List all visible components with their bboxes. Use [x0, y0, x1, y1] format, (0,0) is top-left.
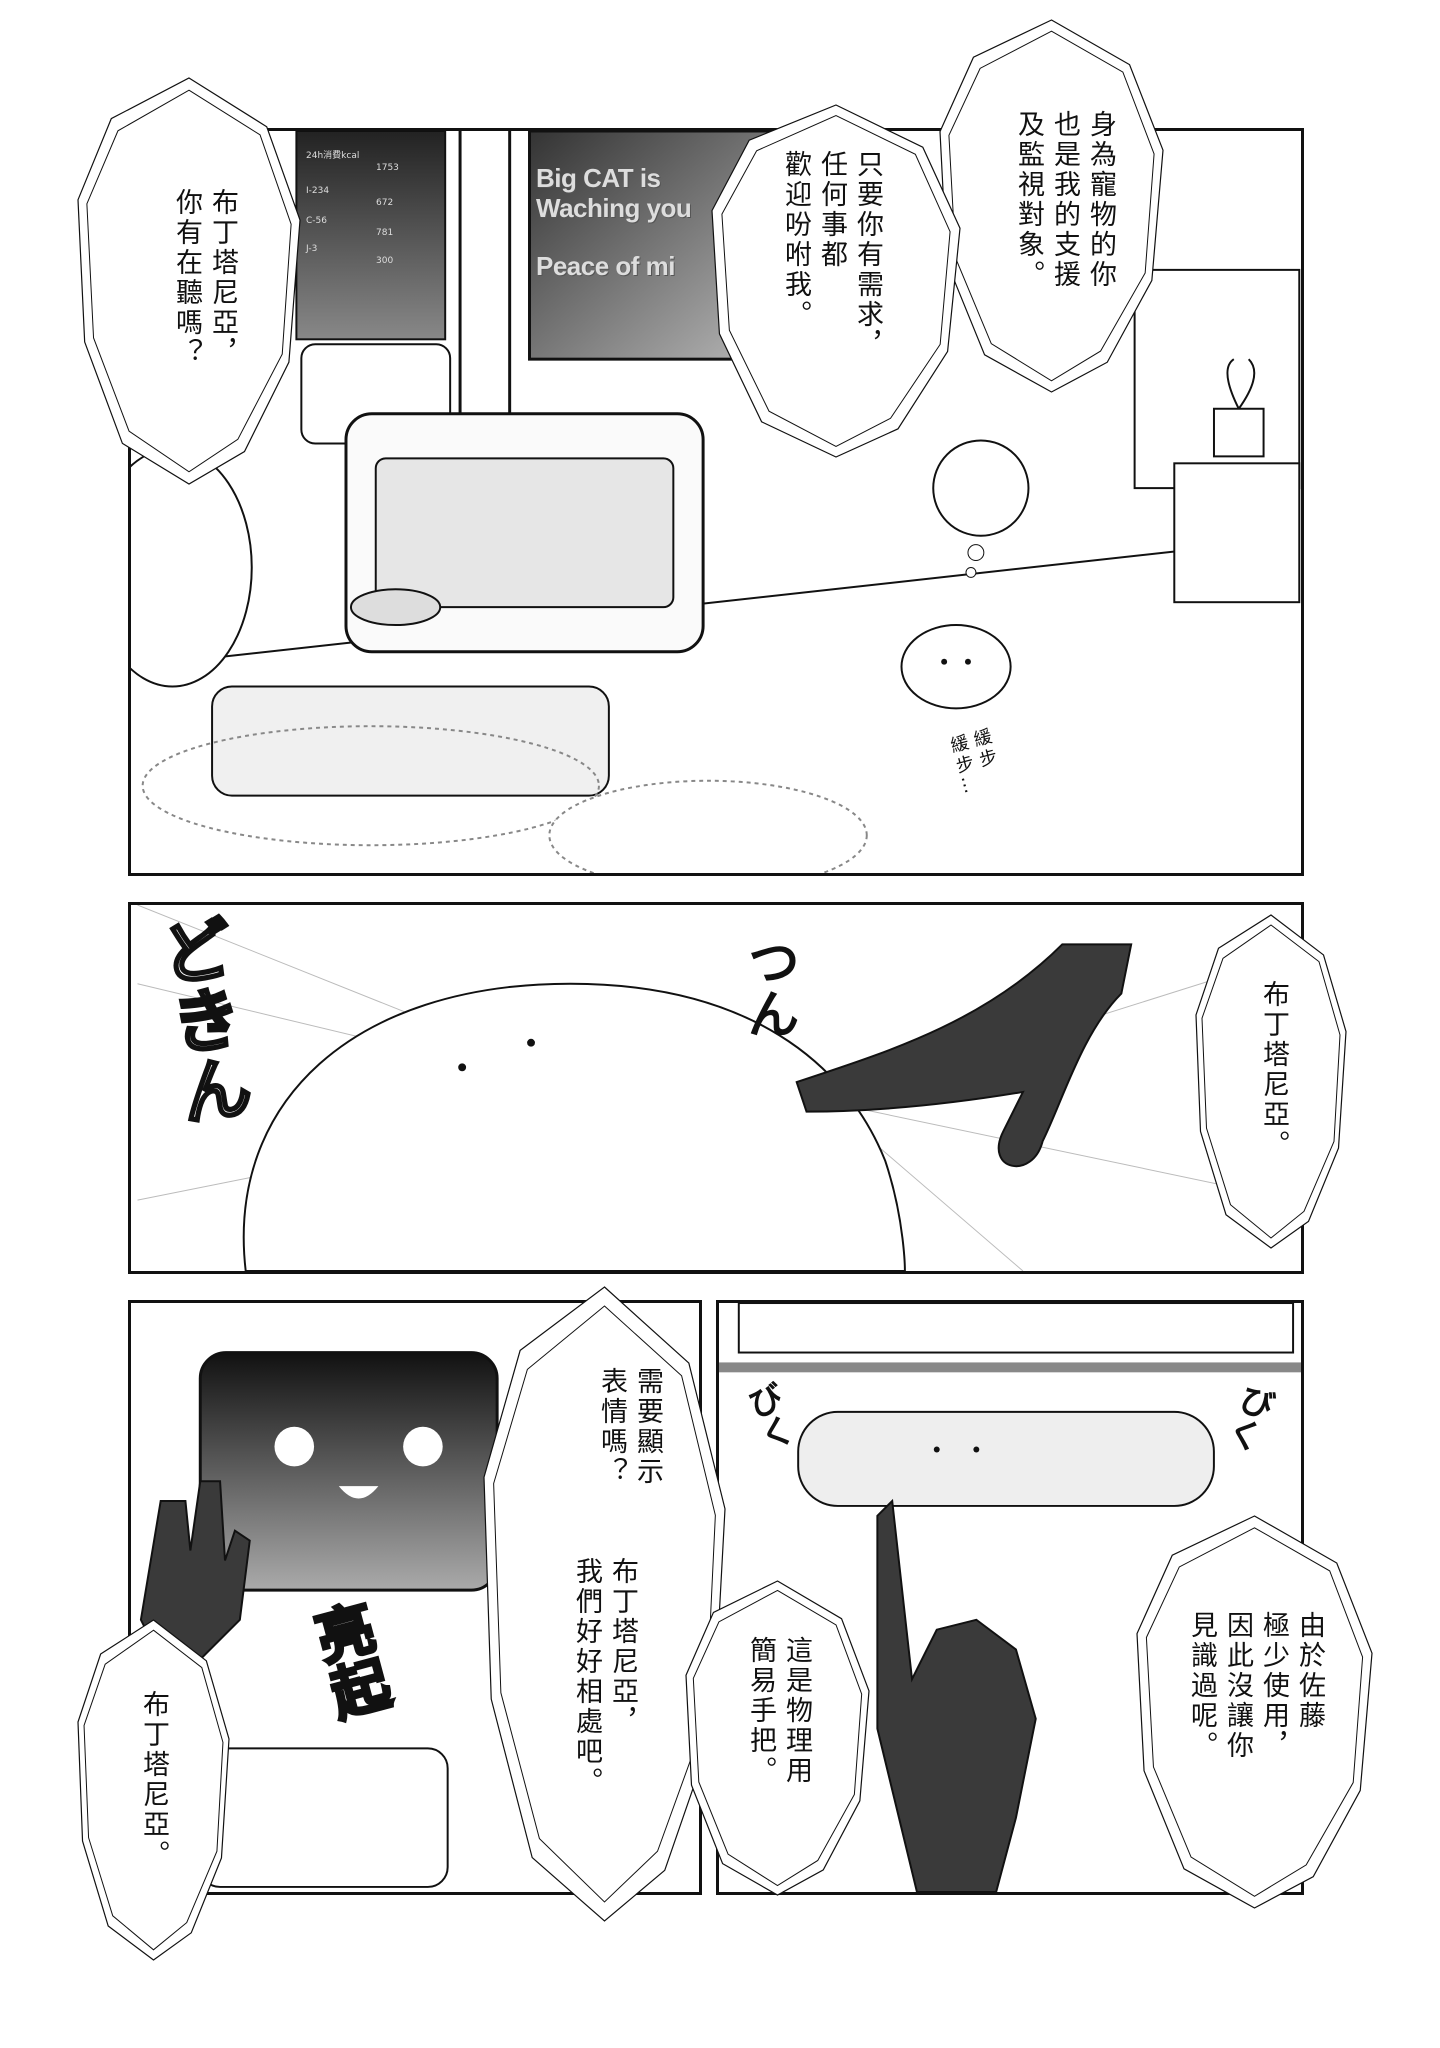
speech-bubble-expression: 需要顯示 表情嗎？ 布丁塔尼亞， 我們好好相處吧。	[484, 1287, 725, 1921]
dialogue-name-p2: 布丁塔尼亞。	[1258, 980, 1289, 1160]
dialogue-listening: 布丁塔尼亞， 你有在聽嗎？	[171, 188, 238, 368]
readout-value: 300	[376, 256, 394, 266]
dialogue-handle: 這是物理用 簡易手把。	[745, 1636, 812, 1786]
dialogue-get-along: 布丁塔尼亞， 我們好好相處吧。	[571, 1557, 638, 1797]
dialogue-support: 身為寵物的你 也是我的支援 及監視對象。	[1013, 110, 1116, 290]
dialogue-request: 只要你有需求， 任何事都 歡迎吩咐我。	[780, 150, 883, 360]
speech-bubble-name-p2: 布丁塔尼亞。	[1196, 915, 1346, 1248]
speech-bubble-handle: 這是物理用 簡易手把。	[686, 1581, 869, 1895]
dialogue-sato: 由於佐藤 極少使用， 因此沒讓你 見識過呢。	[1186, 1611, 1325, 1761]
readout-code: C-56	[306, 216, 327, 226]
screen-line-1: Big CAT is	[536, 163, 661, 193]
speech-bubble-request: 只要你有需求， 任何事都 歡迎吩咐我。	[712, 105, 960, 457]
screen-line-3: Peace of mi	[536, 251, 676, 281]
readout-value: 672	[376, 198, 394, 208]
speech-bubble-listening: 布丁塔尼亞， 你有在聽嗎？	[78, 78, 300, 484]
sfx-tsun: つん	[738, 935, 798, 1039]
readout-total: 1753	[376, 163, 399, 173]
speech-bubble-name-p3: 布丁塔尼亞。	[78, 1620, 229, 1960]
readout-value: 781	[376, 228, 394, 238]
handle-illustration	[719, 1303, 1301, 1892]
speech-bubble-support: 身為寵物的你 也是我的支援 及監視對象。	[940, 20, 1163, 392]
readout-header: 24h消費kcal	[306, 151, 360, 161]
dialogue-name-p3: 布丁塔尼亞。	[138, 1690, 169, 1870]
face-screen-illustration	[139, 1351, 499, 1888]
panel-2-poke: どきん つん	[128, 902, 1304, 1274]
speech-bubble-sato: 由於佐藤 極少使用， 因此沒讓你 見識過呢。	[1137, 1516, 1372, 1908]
readout-code: J-3	[306, 244, 318, 254]
dialogue-expression: 需要顯示 表情嗎？	[596, 1367, 663, 1487]
readout-code: I-234	[306, 186, 330, 196]
poke-illustration	[137, 905, 1295, 1271]
screen-line-2: Waching you	[536, 193, 692, 223]
